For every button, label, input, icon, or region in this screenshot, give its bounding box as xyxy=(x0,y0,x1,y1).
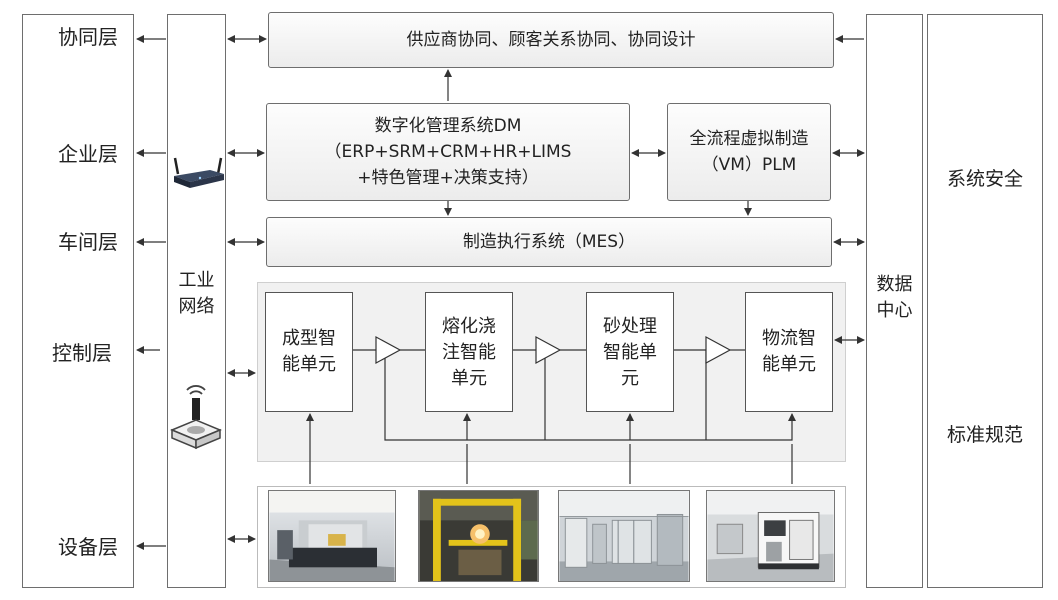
standards-label: 标准规范 xyxy=(946,424,1023,446)
dm-line3: +特色管理+决策支持） xyxy=(357,168,539,188)
unit-box-sand xyxy=(586,292,674,412)
industrial-network-line1: 工业 xyxy=(178,270,215,291)
system-security-label: 系统安全 xyxy=(946,168,1023,190)
digital-management-box: 数字化管理系统DM （ERP+SRM+CRM+HR+LIMS +特色管理+决策支… xyxy=(266,103,630,201)
security-standards-panel xyxy=(927,14,1043,588)
equipment-photo-logistics xyxy=(706,490,835,582)
unit-text-logistics: 物流智 能单元 xyxy=(762,328,816,375)
unit-text-sand: 砂处理 智能单 元 xyxy=(603,316,657,389)
dm-line2: （ERP+SRM+CRM+HR+LIMS xyxy=(324,142,572,162)
mes-box: 制造执行系统（MES） xyxy=(266,217,832,267)
equipment-photo-pouring xyxy=(418,490,539,582)
data-center-line1: 数据 xyxy=(876,274,913,295)
unit-box-logistics xyxy=(745,292,833,412)
layer-label-collab: 协同层 xyxy=(58,25,118,49)
layer-column xyxy=(22,14,134,588)
vm-line2: （VM）PLM xyxy=(701,155,797,175)
layer-label-enterprise: 企业层 xyxy=(58,142,118,166)
data-center-line2: 中心 xyxy=(876,300,913,321)
industrial-network-panel xyxy=(167,14,226,588)
data-center-panel xyxy=(866,14,923,588)
industrial-network-label: 工业 网络 xyxy=(167,268,226,320)
industrial-network-line2: 网络 xyxy=(178,296,215,317)
virtual-manufacturing-box: 全流程虚拟制造 （VM）PLM xyxy=(667,103,831,201)
data-center-label: 数据 中心 xyxy=(866,272,923,324)
router-icon xyxy=(173,157,224,188)
unit-text-molding: 成型智 能单元 xyxy=(282,328,336,375)
wireless-access-point-icon xyxy=(170,385,222,450)
vm-line1: 全流程虚拟制造 xyxy=(689,129,809,149)
equipment-photo-sand xyxy=(558,490,690,582)
dm-line1: 数字化管理系统DM xyxy=(374,116,522,136)
layer-label-control: 控制层 xyxy=(52,341,112,365)
unit-box-melting xyxy=(425,292,513,412)
unit-box-molding xyxy=(265,292,353,412)
layer-label-equipment: 设备层 xyxy=(58,535,118,559)
layer-label-workshop: 车间层 xyxy=(58,230,118,254)
equipment-photo-molding xyxy=(268,490,396,582)
collaboration-box: 供应商协同、顾客关系协同、协同设计 xyxy=(268,12,834,68)
unit-text-melting: 熔化浇 注智能 单元 xyxy=(442,316,496,389)
